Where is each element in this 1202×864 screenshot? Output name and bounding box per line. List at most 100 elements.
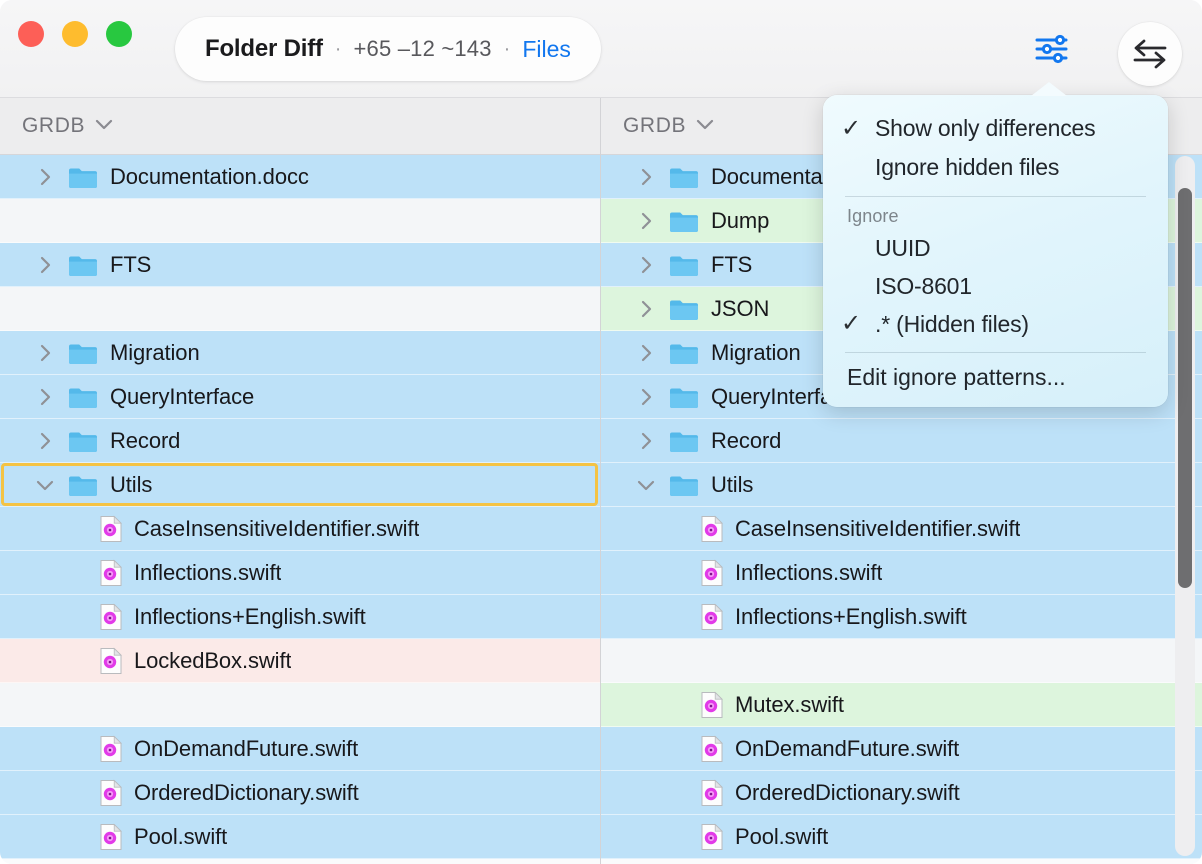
file-row[interactable]: Utils [0,463,600,507]
title-separator-1: · [334,38,342,60]
popover-menu-item-label: .* (Hidden files) [875,310,1029,337]
chevron-down-icon[interactable] [696,117,714,135]
file-row-label: LockedBox.swift [134,647,292,673]
file-row[interactable]: Pool.swift [0,815,600,859]
chevron-right-icon[interactable] [635,342,657,364]
close-button[interactable] [18,21,44,47]
swift-file-icon [100,603,122,631]
file-row-label: Pool.swift [735,823,829,849]
chevron-right-icon[interactable] [635,430,657,452]
files-link[interactable]: Files [522,35,571,62]
file-row[interactable]: QueryInterface [0,375,600,419]
file-row-label: Utils [711,471,754,497]
left-pane-header-label: GRDB [22,114,86,137]
file-row[interactable]: Documentation.docc [0,155,600,199]
file-row[interactable]: OnDemandFuture.swift [601,727,1202,771]
chevron-right-icon[interactable] [34,430,56,452]
swift-file-icon [100,779,122,807]
chevron-right-icon[interactable] [635,298,657,320]
file-row[interactable]: LockedBox.swift [0,639,600,683]
chevron-right-icon[interactable] [34,342,56,364]
file-row-label: CaseInsensitiveIdentifier.swift [134,515,420,541]
file-row-label: Pool.swift [134,823,228,849]
file-row[interactable]: Utils [601,463,1202,507]
file-row[interactable]: Inflections+English.swift [0,595,600,639]
file-row-label: Migration [711,339,801,365]
popover-menu-item[interactable]: ✓Show only differences [823,109,1168,148]
file-row-label: Record [711,427,782,453]
folder-icon [68,341,98,365]
file-row[interactable]: OrderedDictionary.swift [0,771,600,815]
file-row[interactable]: CaseInsensitiveIdentifier.swift [601,507,1202,551]
swift-file-icon [701,823,723,851]
file-row-label: Inflections+English.swift [134,603,366,629]
file-row[interactable]: Mutex.swift [601,683,1202,727]
popover-menu-item[interactable]: ISO-8601 [823,267,1168,305]
file-row[interactable]: Inflections.swift [601,551,1202,595]
file-row[interactable]: Inflections.swift [0,551,600,595]
folder-icon [68,429,98,453]
swift-file-icon [100,823,122,851]
swift-file-icon [701,559,723,587]
file-row-label: OrderedDictionary.swift [134,779,359,805]
popover-menu-item[interactable]: Ignore hidden files [823,148,1168,187]
file-row[interactable]: Pool.swift [601,815,1202,859]
popover-arrow [1031,82,1067,96]
chevron-right-icon[interactable] [34,166,56,188]
swap-arrows-icon[interactable] [1118,22,1182,86]
minimize-button[interactable] [62,21,88,47]
file-row[interactable]: Migration [0,331,600,375]
chevron-right-icon[interactable] [34,254,56,276]
swift-file-icon [100,647,122,675]
chevron-right-icon[interactable] [635,386,657,408]
popover-menu-item-label: UUID [875,234,931,261]
traffic-lights [18,21,132,47]
sliders-icon[interactable] [1030,28,1078,70]
folder-icon [669,165,699,189]
zoom-button[interactable] [106,21,132,47]
file-row-label: OnDemandFuture.swift [735,735,960,761]
chevron-right-icon[interactable] [34,386,56,408]
popover-menu-item[interactable]: UUID [823,229,1168,267]
folder-icon [669,385,699,409]
file-row[interactable]: Record [0,419,600,463]
folder-icon [669,341,699,365]
title-pill[interactable]: Folder Diff · +65 –12 ~143 · Files [175,17,601,81]
folder-icon [669,429,699,453]
chevron-down-icon[interactable] [635,474,657,496]
edit-ignore-patterns-button[interactable]: Edit ignore patterns... [847,364,1066,390]
swift-file-icon [100,559,122,587]
file-row[interactable]: OrderedDictionary.swift [601,771,1202,815]
popover-divider-1 [845,196,1146,197]
file-row[interactable]: Inflections+English.swift [601,595,1202,639]
file-row[interactable]: FTS [0,243,600,287]
folder-icon [68,385,98,409]
swift-file-icon [701,603,723,631]
popover-menu-item[interactable]: ✓.* (Hidden files) [823,305,1168,343]
popover-menu-item-label: ISO-8601 [875,272,972,299]
chevron-right-icon[interactable] [635,254,657,276]
swift-file-icon [100,515,122,543]
chevron-right-icon[interactable] [635,210,657,232]
spacer-row [0,287,600,331]
scrollbar-thumb[interactable] [1178,188,1192,588]
chevron-right-icon[interactable] [635,166,657,188]
folder-icon [68,165,98,189]
chevron-down-icon[interactable] [34,474,56,496]
file-row-label: Inflections.swift [134,559,282,585]
chevron-down-icon[interactable] [95,117,113,135]
file-row[interactable]: Record [601,419,1202,463]
file-row-label: FTS [711,251,753,277]
folder-icon [68,473,98,497]
left-pane-header[interactable]: GRDB [0,98,600,155]
title-separator-2: · [503,38,511,60]
swift-file-icon [100,735,122,763]
right-pane-scrollbar[interactable] [1175,156,1195,856]
folder-icon [669,473,699,497]
file-row[interactable]: OnDemandFuture.swift [0,727,600,771]
file-row[interactable]: CaseInsensitiveIdentifier.swift [0,507,600,551]
